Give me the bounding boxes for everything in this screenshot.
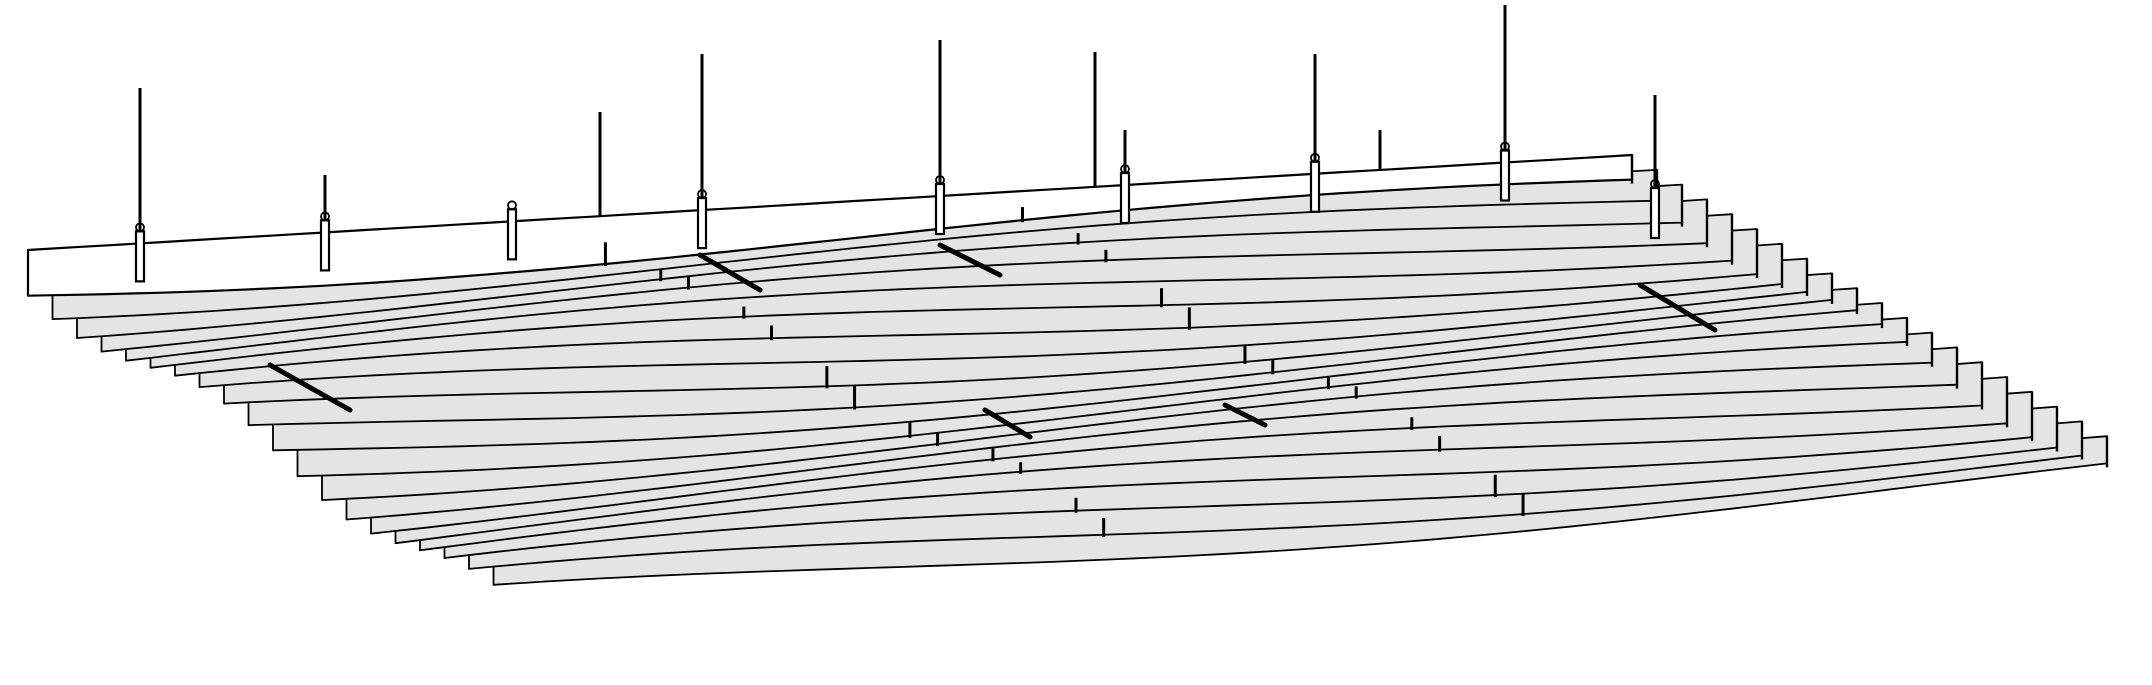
hanger-clip bbox=[1499, 149, 1511, 202]
hanger-turnbuckle bbox=[507, 200, 517, 211]
hanger-turnbuckle bbox=[1310, 152, 1320, 163]
hanger-clip bbox=[696, 196, 708, 250]
carrier-rail-layer bbox=[267, 242, 1718, 440]
hanger-clip bbox=[1119, 171, 1131, 225]
carrier-rail bbox=[937, 242, 1003, 278]
hanger-clip bbox=[1649, 186, 1661, 240]
hanger-turnbuckle bbox=[697, 189, 707, 199]
hanger-turnbuckle bbox=[320, 211, 330, 222]
carrier-rail bbox=[982, 407, 1033, 440]
hanger-rod-layer bbox=[134, 5, 1661, 283]
hanger-turnbuckle bbox=[935, 175, 945, 185]
carrier-rail bbox=[697, 252, 763, 293]
hanger-turnbuckle bbox=[1120, 164, 1130, 174]
hanger-turnbuckle bbox=[1500, 141, 1510, 152]
hanger-clip bbox=[134, 230, 146, 283]
baffle-layer bbox=[26, 153, 2109, 586]
carrier-rail bbox=[267, 362, 353, 413]
hanger-turnbuckle bbox=[1650, 179, 1660, 189]
hanger-clip bbox=[934, 182, 946, 236]
hanger-clip bbox=[319, 219, 331, 272]
carrier-rail bbox=[1637, 282, 1718, 333]
hanger-turnbuckle bbox=[135, 222, 145, 233]
hanger-clip bbox=[1309, 160, 1321, 213]
hanger-clip bbox=[506, 208, 518, 261]
carrier-rail bbox=[1222, 402, 1268, 428]
